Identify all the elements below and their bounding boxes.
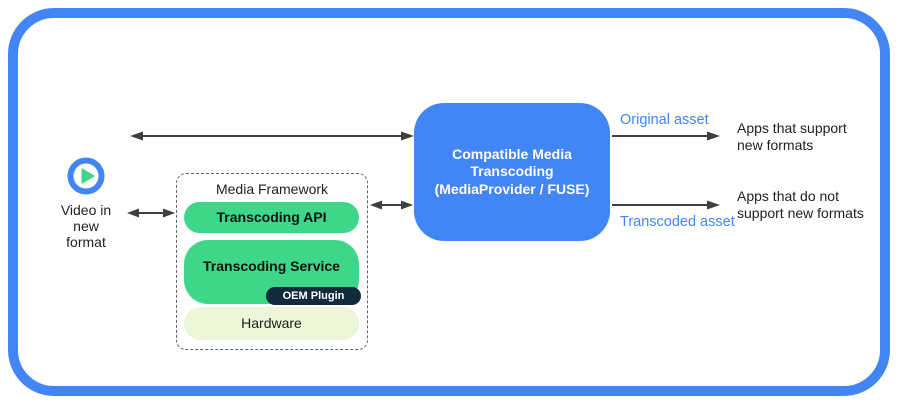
oem-plugin-pill: OEM Plugin <box>266 287 361 305</box>
transcoding-box-line: (MediaProvider / FUSE) <box>434 180 590 197</box>
apps-support-line: new formats <box>737 137 814 153</box>
compatible-media-transcoding-box: Compatible Media Transcoding (MediaProvi… <box>414 103 610 241</box>
arrow-transcoded-asset <box>612 200 720 210</box>
arrow-original-asset <box>612 131 720 141</box>
media-framework-title: Media Framework <box>215 181 329 197</box>
transcoding-box-line: Compatible Media <box>452 145 572 162</box>
transcoding-api-pill: Transcoding API <box>184 202 359 233</box>
outer-frame <box>8 8 890 396</box>
double-arrow-framework-to-transcoding <box>370 200 413 210</box>
original-asset-label: Original asset <box>620 112 709 128</box>
apps-no-support-line: Apps that do not <box>737 188 839 204</box>
apps-support-line: Apps that support <box>737 120 847 136</box>
transcoded-asset-label: Transcoded asset <box>620 214 735 230</box>
double-arrow-source-to-framework <box>127 208 175 218</box>
media-framework-box: Media Framework Transcoding API Transcod… <box>176 173 368 350</box>
apps-no-support-line: support new formats <box>737 205 864 221</box>
hardware-pill: Hardware <box>184 307 359 340</box>
video-source-label: Video in new format <box>50 202 122 250</box>
video-source-label-line: Video in <box>60 202 112 218</box>
transcoding-box-line: Transcoding <box>470 163 554 180</box>
apps-no-support-label: Apps that do not support new formats <box>737 188 864 222</box>
video-source-label-line: format <box>66 234 106 250</box>
video-source-label-line: new <box>73 218 99 234</box>
apps-support-label: Apps that support new formats <box>737 120 847 154</box>
play-icon <box>66 156 106 196</box>
double-arrow-source-to-transcoding <box>130 131 414 141</box>
